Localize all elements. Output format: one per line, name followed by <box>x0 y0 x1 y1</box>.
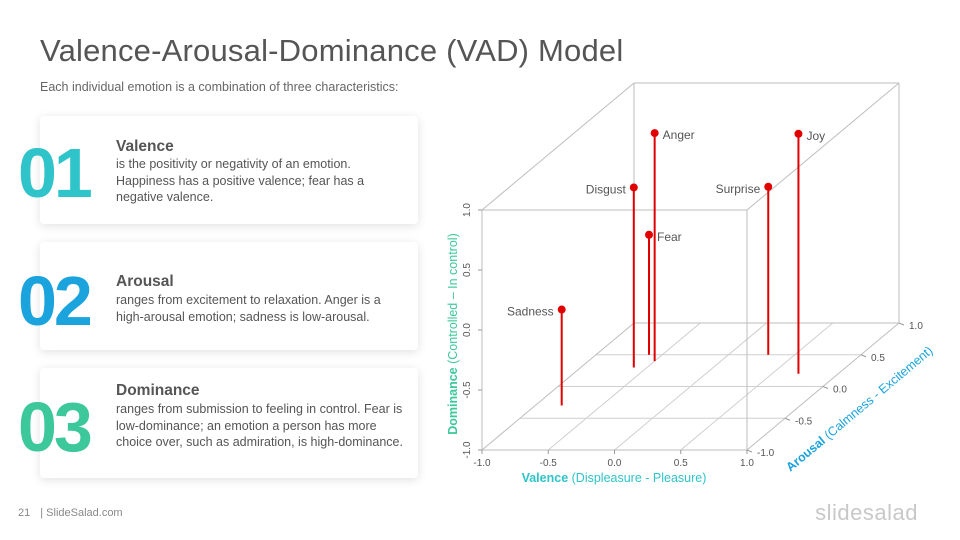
point-label-anger: Anger <box>663 128 695 142</box>
dominance-tick-label: 0.5 <box>462 263 473 277</box>
dominance-tick-label: -1.0 <box>462 441 473 459</box>
valence-tick-label: -0.5 <box>540 458 558 469</box>
arousal-tick-label: -0.5 <box>795 416 813 427</box>
dominance-tick-label: 0.0 <box>462 323 473 337</box>
arousal-axis-title: Arousal (Calmness - Excitement) <box>783 344 935 475</box>
valence-tick-label: -1.0 <box>473 458 491 469</box>
valence-axis-title-bold: Valence <box>522 471 569 485</box>
arousal-tick-mark <box>784 417 791 421</box>
card-number-03: 03 <box>18 388 93 466</box>
dominance-axis-title: Dominance (Controlled – In control) <box>446 233 460 434</box>
slide-title: Valence-Arousal-Dominance (VAD) Model <box>40 33 624 68</box>
page-number: 21 <box>18 507 31 519</box>
floor-grid-valence-2 <box>680 322 834 451</box>
card-valence: 01 Valence is the positivity or negativi… <box>18 116 418 224</box>
card-number-02: 02 <box>18 262 93 340</box>
arousal-tick-label: 0.0 <box>833 385 847 396</box>
dominance-axis-title-bold: Dominance <box>446 367 460 434</box>
point-sadness <box>557 305 566 314</box>
point-label-fear: Fear <box>657 230 682 244</box>
point-anger <box>650 129 659 138</box>
footer: 21 | SlideSalad.com <box>18 507 123 519</box>
dominance-tick-label: 1.0 <box>462 203 473 217</box>
point-label-joy: Joy <box>806 129 825 143</box>
box-edge-1 <box>481 322 635 451</box>
card-dominance: 03 Dominance ranges from submission to f… <box>18 368 418 478</box>
point-label-sadness: Sadness <box>507 305 554 319</box>
arousal-tick-mark <box>746 449 753 453</box>
arousal-tick-mark <box>822 386 829 389</box>
valence-tick-label: 0.0 <box>608 458 622 469</box>
footer-site: | SlideSalad.com <box>40 507 123 519</box>
point-label-surprise: Surprise <box>716 182 761 196</box>
box-edge-5 <box>481 82 635 211</box>
card-arousal: 02 Arousal ranges from excitement to rel… <box>18 242 418 350</box>
box-edge-6 <box>746 82 900 211</box>
dominance-tick-label: -0.5 <box>462 381 473 399</box>
card-title-arousal: Arousal <box>116 273 174 290</box>
card-number-01: 01 <box>18 134 93 212</box>
slidesalad-logo: slidesalad <box>815 500 918 525</box>
valence-axis-title-rest: (Displeasure - Pleasure) <box>568 471 706 485</box>
arousal-tick-mark <box>860 354 867 358</box>
valence-axis-title: Valence (Displeasure - Pleasure) <box>522 471 707 485</box>
card-body-arousal: ranges from excitement to relaxation. An… <box>116 293 381 324</box>
point-joy <box>794 129 803 138</box>
card-title-valence: Valence <box>116 138 174 155</box>
valence-tick-label: 1.0 <box>740 458 754 469</box>
arousal-tick-label: 1.0 <box>909 321 923 332</box>
arousal-axis-title-bold: Arousal <box>783 434 828 475</box>
arousal-tick-label: 0.5 <box>871 353 885 364</box>
slide-subtitle: Each individual emotion is a combination… <box>40 80 399 94</box>
point-label-disgust: Disgust <box>586 182 627 196</box>
card-title-dominance: Dominance <box>116 382 200 399</box>
valence-tick-label: 0.5 <box>674 458 688 469</box>
card-body-valence: is the positivity or negativity of an em… <box>116 157 365 204</box>
dominance-axis-title-rest: (Controlled – In control) <box>446 233 460 367</box>
arousal-tick-mark <box>898 322 905 326</box>
point-disgust <box>629 183 638 192</box>
point-fear <box>645 230 653 239</box>
point-surprise <box>764 182 773 191</box>
card-body-dominance: ranges from submission to feeling in con… <box>116 402 403 449</box>
arousal-tick-label: -1.0 <box>757 448 775 459</box>
